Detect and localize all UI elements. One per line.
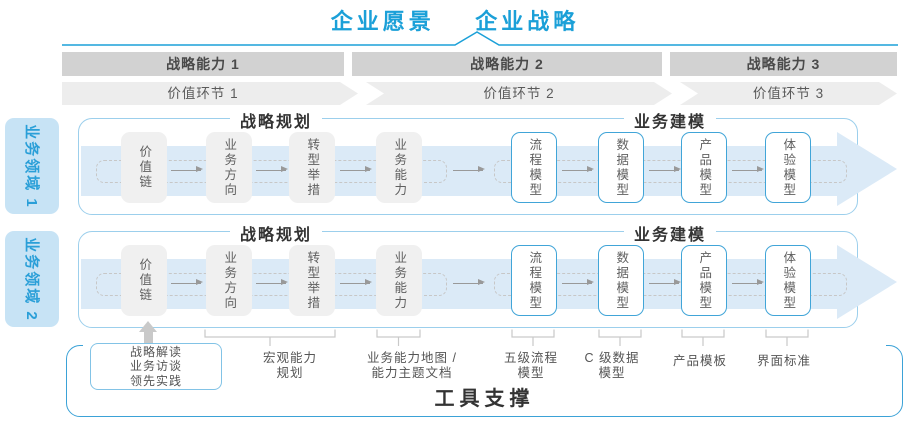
up-arrow-icon (139, 321, 157, 332)
capability-bar-2: 战略能力 2 (352, 52, 662, 76)
product-model-box: 产品模型 (681, 245, 727, 316)
modeling-dashed-track (494, 160, 847, 183)
business-direction-box: 业务方向 (206, 245, 252, 316)
flow-band-arrowhead (837, 245, 897, 319)
flow-arrow (256, 279, 288, 286)
flow-arrow (340, 166, 372, 173)
strategy-title: 企业战略 (475, 9, 580, 34)
toolbox-border-gap (83, 344, 886, 348)
tool-support-title: 工具支撑 (434, 388, 535, 410)
annotation-capability-map: 业务能力地图 / 能力主题文档 (367, 351, 457, 380)
flow-arrow (649, 279, 681, 286)
modeling-section-title: 业务建模 (623, 221, 717, 245)
business-capability-box: 业务能力 (376, 132, 422, 203)
practice-annotation-box: 战略解读 业务访谈 领先实践 (90, 343, 222, 390)
transformation-box: 转型举措 (289, 245, 335, 316)
domain-row-1: 战略规划 业务建模 价值链 业务方向 转型举措 业务能力 流程模型 数据模型 产… (78, 108, 897, 215)
flow-arrow (453, 166, 485, 173)
process-model-box: 流程模型 (511, 132, 557, 203)
practice-line: 业务访谈 (129, 359, 182, 374)
flow-arrow (732, 166, 764, 173)
business-capability-box: 业务能力 (376, 245, 422, 316)
capability-bar-3: 战略能力 3 (670, 52, 897, 76)
value-chain-box: 价值链 (121, 132, 167, 203)
planning-dashed-track (96, 160, 447, 183)
product-model-box: 产品模型 (681, 132, 727, 203)
modeling-dashed-track (494, 273, 847, 296)
experience-model-box: 体验模型 (765, 132, 811, 203)
process-model-box: 流程模型 (511, 245, 557, 316)
practice-line: 领先实践 (129, 373, 182, 388)
vision-connector-line (62, 31, 898, 46)
annotation-product-template: 产品模板 (672, 354, 727, 368)
domain-label-2-text: 业务领域 2 (22, 236, 40, 322)
modeling-section-title: 业务建模 (623, 108, 717, 132)
flow-arrow (562, 166, 594, 173)
planning-section-title: 战略规划 (229, 108, 323, 132)
flow-arrow (340, 279, 372, 286)
annotation-macro-capability: 宏观能力 规划 (262, 351, 317, 380)
flow-arrow (171, 166, 203, 173)
flow-arrow (649, 166, 681, 173)
flow-arrow (453, 279, 485, 286)
capability-bar-1: 战略能力 1 (62, 52, 344, 76)
domain-label-1: 业务领域 1 (5, 118, 59, 214)
practice-line: 战略解读 (129, 344, 182, 359)
value-link-chevron-1: 价值环节 1 (62, 82, 358, 105)
tool-support-container: 工具支撑 (66, 344, 903, 417)
domain-label-1-text: 业务领域 1 (22, 123, 40, 209)
flow-arrow (562, 279, 594, 286)
flow-band-arrowhead (837, 132, 897, 206)
vision-title: 企业愿景 (330, 9, 435, 34)
value-link-chevron-3: 价值环节 3 (680, 82, 897, 105)
annotation-data-model: C 级数据 模型 (584, 351, 640, 380)
experience-model-box: 体验模型 (765, 245, 811, 316)
annotation-ui-standard: 界面标准 (756, 354, 811, 368)
flow-arrow (171, 279, 203, 286)
top-titles: 企业愿景 企业战略 (0, 4, 910, 36)
up-arrow-shaft (144, 332, 153, 344)
data-model-box: 数据模型 (598, 132, 644, 203)
value-chain-box: 价值链 (121, 245, 167, 316)
business-direction-box: 业务方向 (206, 132, 252, 203)
annotation-process-model: 五级流程 模型 (503, 351, 558, 380)
flow-arrow (256, 166, 288, 173)
domain-label-2: 业务领域 2 (5, 231, 59, 327)
data-model-box: 数据模型 (598, 245, 644, 316)
flow-arrow (732, 279, 764, 286)
domain-row-2: 战略规划 业务建模 价值链 业务方向 转型举措 业务能力 流程模型 数据模型 产… (78, 221, 897, 328)
planning-section-title: 战略规划 (229, 221, 323, 245)
planning-dashed-track (96, 273, 447, 296)
value-link-chevron-2: 价值环节 2 (366, 82, 672, 105)
transformation-box: 转型举措 (289, 132, 335, 203)
